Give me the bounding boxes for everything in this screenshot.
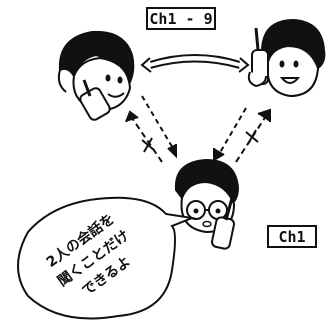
two-way-arrow-icon — [140, 54, 250, 73]
blocked-arrow-icon — [125, 110, 163, 163]
person-right — [247, 18, 326, 98]
channel-bottom-label: Ch1 — [278, 228, 305, 246]
walkie-talkie-icon — [211, 197, 235, 250]
channel-bottom-label-box: Ch1 — [267, 225, 317, 248]
walkie-talkie-icon — [79, 79, 111, 121]
channel-top-label: Ch1 - 9 — [149, 10, 212, 28]
blocked-arrow-icon — [235, 108, 271, 163]
speech-bubble: 2人の会話を 聞くことだけ できるよ — [17, 196, 196, 320]
person-left — [57, 30, 135, 121]
arrow-left-to-bottom — [141, 95, 177, 159]
person-bottom — [174, 158, 240, 250]
channel-top-label-box: Ch1 - 9 — [146, 7, 216, 30]
